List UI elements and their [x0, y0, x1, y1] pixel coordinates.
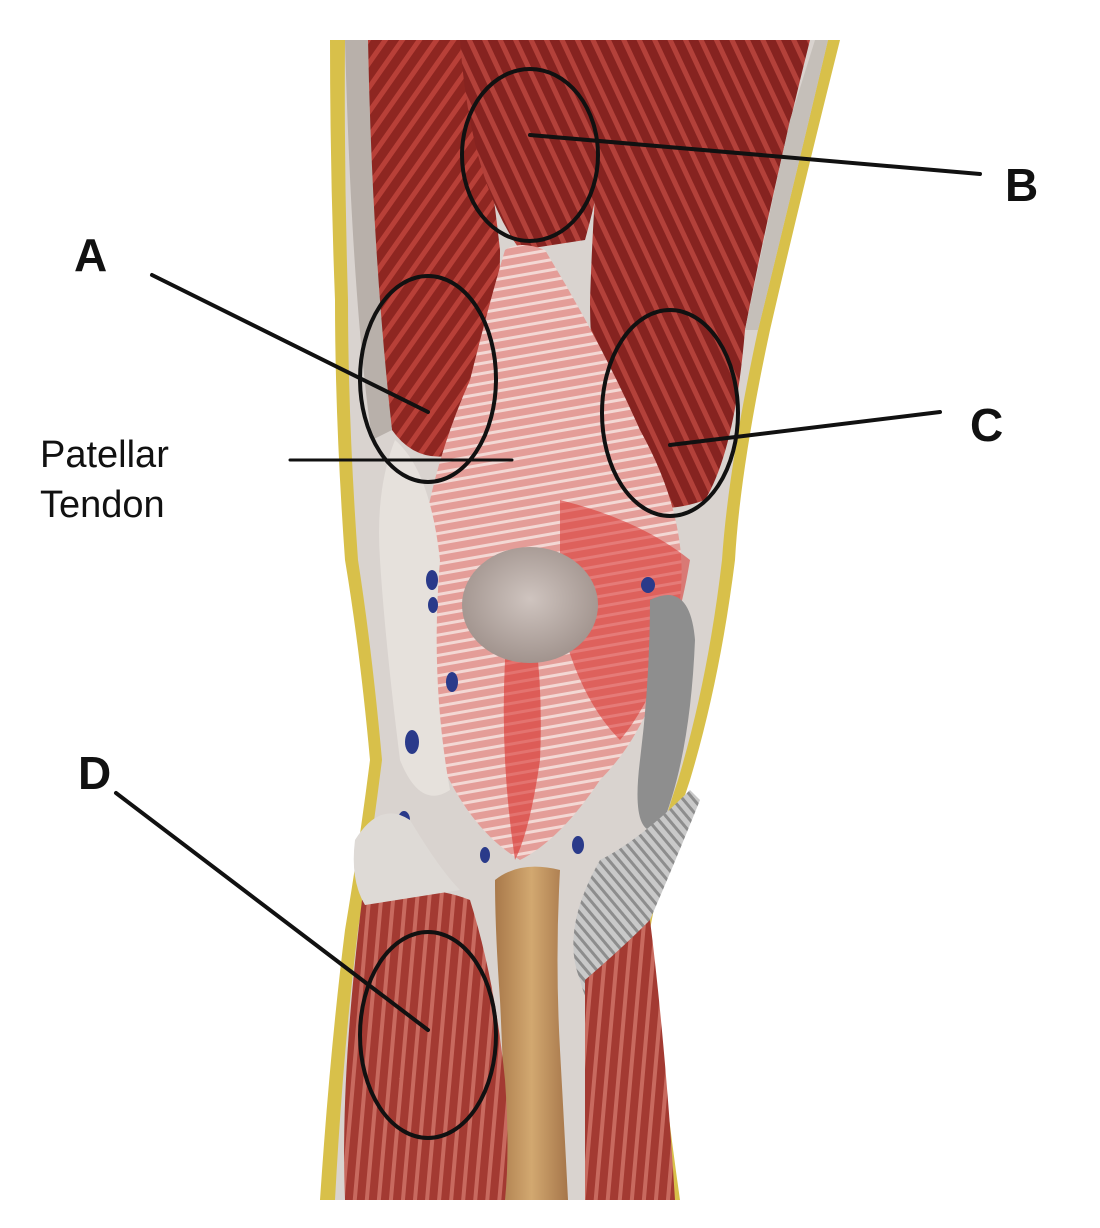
label-a: A: [74, 229, 108, 281]
lateral-retinaculum: [379, 440, 450, 796]
vastus-medialis: [590, 40, 810, 508]
vastus-lateralis: [365, 40, 500, 457]
lateral-lower-strip: [353, 813, 460, 905]
label-d: D: [78, 747, 112, 799]
pes-anserinus: [573, 790, 700, 1012]
leader-lines: [114, 133, 982, 1032]
label-patellar-tendon-line1: Patellar: [40, 434, 169, 476]
lateral-strip: [345, 40, 392, 440]
retinaculum-red: [560, 500, 690, 740]
leader-line-a: [150, 273, 430, 414]
leader-line-c: [668, 410, 942, 447]
circle-d: [358, 930, 498, 1140]
label-patellar-tendon-line2: Tendon: [40, 484, 165, 526]
label-patellar-tendon: Patellar Tendon: [40, 430, 169, 530]
medial-tissue: [637, 595, 695, 832]
rectus-femoris: [460, 40, 620, 250]
patella: [462, 547, 598, 663]
leader-line-d: [114, 791, 430, 1032]
medial-strip: [745, 40, 828, 330]
label-b: B: [1005, 159, 1039, 211]
label-c: C: [970, 399, 1004, 451]
circle-b: [460, 67, 600, 243]
leader-line-b: [528, 133, 982, 176]
circle-c: [600, 308, 740, 518]
medial-gastrocnemius: [585, 920, 675, 1200]
tibia: [495, 866, 568, 1200]
